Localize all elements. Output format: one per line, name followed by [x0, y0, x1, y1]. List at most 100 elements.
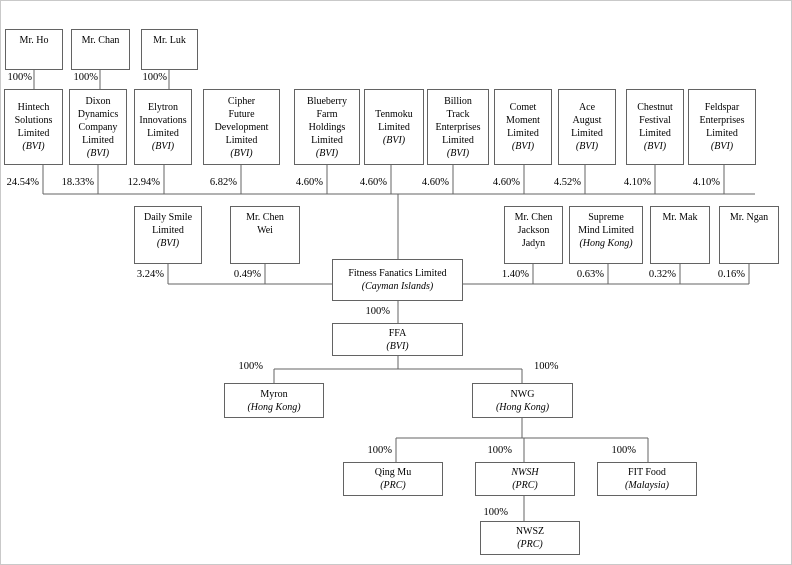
pct-label-chenwei: 0.49%	[233, 269, 261, 280]
node-fitness-fanatics: Fitness Fanatics Limited (Cayman Islands…	[332, 259, 463, 301]
node-daily-smile: Daily Smile Limited (BVI)	[134, 206, 202, 264]
pct-label-comet: 4.60%	[492, 177, 520, 188]
node-jurisdiction: (PRC)	[517, 539, 543, 550]
node-name: Supreme Mind Limited	[578, 212, 634, 236]
node-name: Tenmoku Limited	[375, 108, 413, 133]
node-jurisdiction: (Malaysia)	[625, 480, 669, 491]
node-jurisdiction: (BVI)	[86, 147, 110, 159]
pct-label-dixon: 18.33%	[61, 177, 94, 188]
node-mr-ho: Mr. Ho	[5, 29, 63, 70]
pct-label-fitness-ffa: 100%	[365, 306, 391, 317]
pct-label-nwg-fitfood: 100%	[611, 445, 637, 456]
node-jurisdiction: (BVI)	[230, 147, 253, 159]
pct-label-mak: 0.32%	[648, 269, 676, 280]
node-name: NWG	[510, 388, 535, 400]
node-name: Billion Track Enterprises Limited	[435, 95, 481, 146]
node-mr-ngan: Mr. Ngan	[719, 206, 779, 264]
node-name: Elytron Innovations Limited	[139, 102, 187, 139]
node-name: Feldspar Enterprises Limited	[699, 102, 745, 139]
node-ffa: FFA (BVI)	[332, 323, 463, 356]
node-name: Hintech Solutions Limited	[14, 102, 53, 139]
node-mr-chen-jackson-jadyn: Mr. Chen Jackson Jadyn	[504, 206, 563, 264]
node-jurisdiction: (Hong Kong)	[495, 401, 550, 413]
node-jurisdiction: (Hong Kong)	[579, 238, 633, 249]
node-name: NWSZ	[515, 526, 545, 537]
node-name: Chestnut Festival Limited	[637, 102, 673, 139]
pct-label-ffa-myron: 100%	[238, 361, 264, 372]
node-name: Dixon Dynamics Company Limited	[77, 95, 119, 146]
pct-label-cipher: 6.82%	[209, 177, 237, 188]
node-jurisdiction: (BVI)	[575, 141, 599, 152]
node-mr-luk: Mr. Luk	[141, 29, 198, 70]
node-nwsh: NWSH (PRC)	[475, 462, 575, 496]
node-name: Mr. Chan	[81, 35, 120, 46]
node-fit-food: FIT Food (Malaysia)	[597, 462, 697, 496]
node-nwg: NWG (Hong Kong)	[472, 383, 573, 418]
node-jurisdiction: (PRC)	[512, 480, 538, 491]
node-cipher-future: Cipher Future Development Limited (BVI)	[203, 89, 280, 165]
node-jurisdiction: (BVI)	[22, 141, 45, 152]
node-jurisdiction: (BVI)	[643, 141, 667, 152]
pct-label-daily: 3.24%	[136, 269, 164, 280]
node-name: FIT Food	[628, 467, 666, 478]
node-tenmoku: Tenmoku Limited (BVI)	[364, 89, 424, 165]
pct-label-ace: 4.52%	[553, 177, 581, 188]
node-name: Mr. Chen Wei	[246, 212, 284, 236]
pct-label-chestnut: 4.10%	[623, 177, 651, 188]
node-name: Mr. Luk	[153, 35, 186, 46]
node-jurisdiction: (BVI)	[710, 141, 734, 152]
node-ace-august: Ace August Limited (BVI)	[558, 89, 616, 165]
pct-label-feldspar: 4.10%	[692, 177, 720, 188]
node-name: NWSH	[511, 467, 539, 478]
node-myron: Myron (Hong Kong)	[224, 383, 324, 418]
node-name: Mr. Mak	[662, 212, 698, 223]
node-name: Daily Smile Limited	[143, 212, 193, 236]
node-jurisdiction: (BVI)	[315, 147, 339, 159]
node-supreme-mind: Supreme Mind Limited (Hong Kong)	[569, 206, 643, 264]
pct-label-tenmoku: 4.60%	[359, 177, 387, 188]
node-qing-mu: Qing Mu (PRC)	[343, 462, 443, 496]
pct-label-billion: 4.60%	[421, 177, 449, 188]
node-mr-chan: Mr. Chan	[71, 29, 130, 70]
node-hintech-solutions: Hintech Solutions Limited (BVI)	[4, 89, 63, 165]
node-name: Mr. Chen Jackson Jadyn	[514, 212, 553, 249]
node-name: Fitness Fanatics Limited	[348, 268, 447, 279]
pct-label-ngan: 0.16%	[717, 269, 745, 280]
node-mr-chen-wei: Mr. Chen Wei	[230, 206, 300, 264]
pct-label-blueberry: 4.60%	[295, 177, 323, 188]
node-jurisdiction: (BVI)	[156, 238, 180, 249]
node-name: Myron	[260, 388, 288, 400]
pct-label-nwg-qingmu: 100%	[367, 445, 393, 456]
node-name: Mr. Ngan	[729, 212, 769, 223]
node-jurisdiction: (BVI)	[446, 147, 470, 159]
node-jurisdiction: (BVI)	[511, 141, 535, 152]
node-jurisdiction: (Cayman Islands)	[361, 281, 434, 292]
pct-label-nwg-nwsh: 100%	[487, 445, 513, 456]
node-chestnut-festival: Chestnut Festival Limited (BVI)	[626, 89, 684, 165]
node-jurisdiction: (BVI)	[151, 141, 175, 152]
pct-label-luk: 100%	[142, 72, 168, 83]
pct-label-hintech: 24.54%	[6, 177, 39, 188]
node-jurisdiction: (BVI)	[382, 134, 406, 146]
node-elytron-innovations: Elytron Innovations Limited (BVI)	[134, 89, 192, 165]
node-jurisdiction: (BVI)	[386, 340, 409, 352]
pct-label-nwsh-nwsz: 100%	[483, 507, 509, 518]
node-name: Blueberry Farm Holdings Limited	[307, 95, 347, 146]
node-name: Mr. Ho	[19, 35, 49, 46]
node-name: Comet Moment Limited	[506, 102, 540, 139]
pct-label-elytron: 12.94%	[127, 177, 160, 188]
node-blueberry-farm: Blueberry Farm Holdings Limited (BVI)	[294, 89, 360, 165]
node-feldspar-enterprises: Feldspar Enterprises Limited (BVI)	[688, 89, 756, 165]
node-name: Cipher Future Development Limited	[214, 95, 269, 146]
pct-label-ffa-nwg: 100%	[534, 361, 559, 372]
node-mr-mak: Mr. Mak	[650, 206, 710, 264]
node-name: Qing Mu	[374, 467, 412, 478]
pct-label-jadyn: 1.40%	[501, 269, 529, 280]
pct-label-ho: 100%	[7, 72, 33, 83]
pct-label-supreme: 0.63%	[576, 269, 604, 280]
node-jurisdiction: (Hong Kong)	[247, 401, 301, 413]
node-name: Ace August Limited	[571, 102, 603, 139]
node-billion-track: Billion Track Enterprises Limited (BVI)	[427, 89, 489, 165]
